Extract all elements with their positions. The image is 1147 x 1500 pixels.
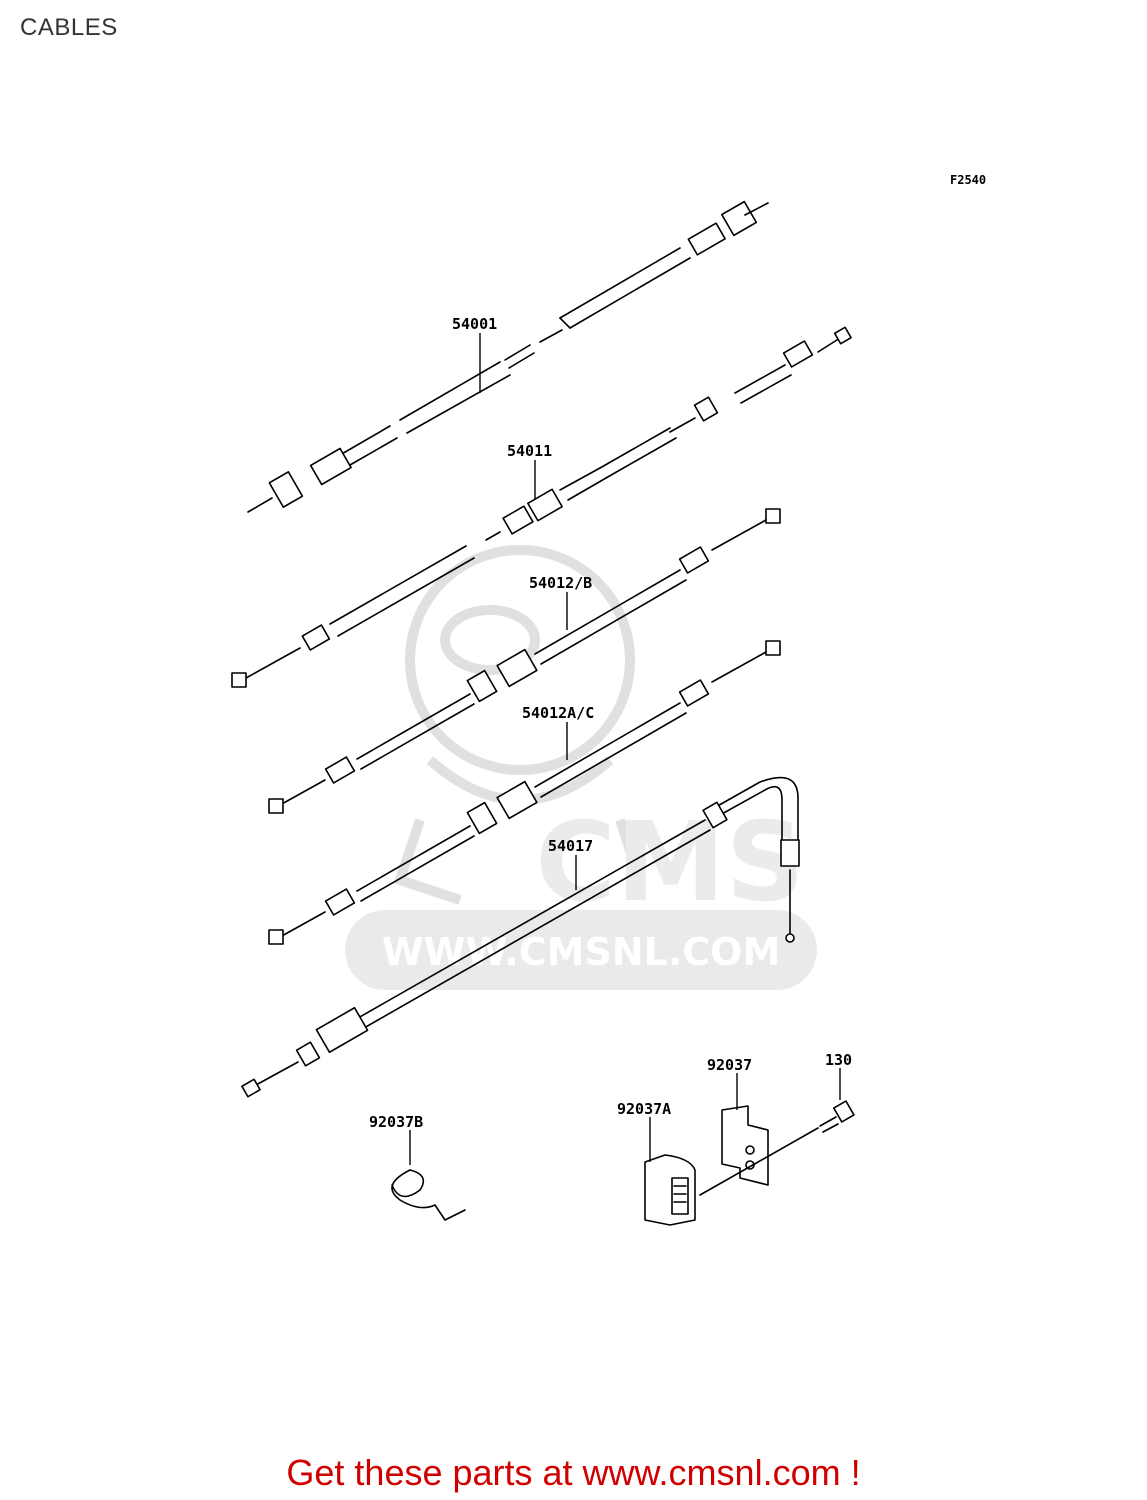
- part-label-130: 130: [825, 1051, 852, 1069]
- watermark-banner: [345, 910, 817, 990]
- speedometer-cable-54001: [247, 200, 769, 513]
- part-label-54011: 54011: [507, 442, 552, 460]
- throttle-cable-54012b: [268, 508, 781, 814]
- choke-cable-54017: [241, 776, 800, 1098]
- leader-lines: [409, 333, 841, 1165]
- clamp-92037b: [391, 1169, 466, 1221]
- part-label-92037b: 92037B: [369, 1113, 423, 1131]
- watermark-url: WWW.CMSNL.COM: [382, 930, 781, 974]
- part-label-54001: 54001: [452, 315, 497, 333]
- throttle-cable-54012ac: [268, 640, 781, 945]
- part-label-54012ac: 54012A/C: [522, 704, 594, 722]
- watermark: CMS WWW.CMSNL.COM: [345, 545, 817, 990]
- figure-code: F2540: [950, 173, 986, 187]
- part-label-54017: 54017: [548, 837, 593, 855]
- bracket-92037: [721, 1105, 769, 1186]
- part-label-92037a: 92037A: [617, 1100, 671, 1118]
- clutch-cable-54011: [231, 326, 852, 688]
- part-label-54012b: 54012/B: [529, 574, 592, 592]
- bolt-130: [699, 1100, 855, 1196]
- part-label-92037: 92037: [707, 1056, 752, 1074]
- promo-link[interactable]: Get these parts at www.cmsnl.com !: [286, 1452, 861, 1493]
- holder-92037a: [644, 1154, 696, 1226]
- page-title: CABLES: [20, 14, 118, 41]
